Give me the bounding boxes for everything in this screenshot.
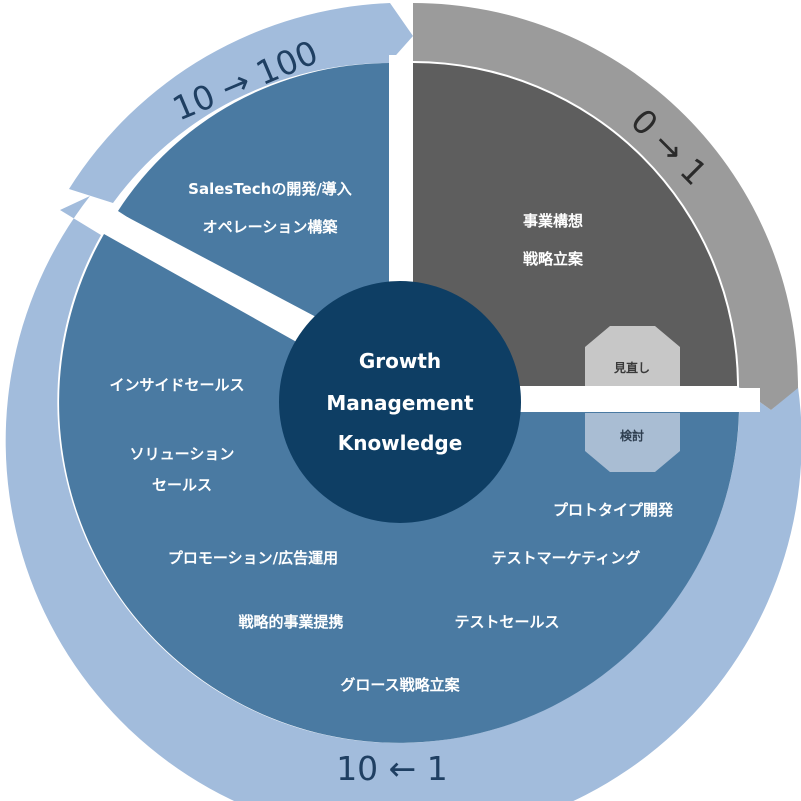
outer-ring-bottom-arc bbox=[5, 196, 801, 801]
center-line-2: Management bbox=[326, 391, 474, 415]
center-line-1: Growth bbox=[359, 349, 441, 373]
center-line-3: Knowledge bbox=[338, 431, 463, 455]
item-test-marketing: テストマーケティング bbox=[492, 549, 641, 567]
top-right-line-1: 事業構想 bbox=[523, 212, 583, 230]
top-right-line-2: 戦略立案 bbox=[523, 250, 584, 268]
review-badge bbox=[585, 326, 680, 386]
item-prototype: プロトタイプ開発 bbox=[553, 501, 674, 519]
item-solution-sales-2: セールス bbox=[152, 476, 212, 494]
sector-top-left bbox=[118, 63, 389, 386]
item-test-sales: テストセールス bbox=[454, 613, 559, 631]
item-growth-strategy: グロース戦略立案 bbox=[340, 676, 460, 694]
consider-badge bbox=[585, 413, 680, 472]
top-left-line-1: SalesTechの開発/導入 bbox=[188, 180, 352, 198]
ring-label-bottom: 10 ← 1 bbox=[336, 749, 448, 788]
outer-ring-top-right-arc bbox=[413, 3, 798, 410]
item-alliance: 戦略的事業提携 bbox=[238, 613, 343, 631]
item-inside-sales: インサイドセールス bbox=[109, 376, 244, 394]
consider-badge-label: 検討 bbox=[620, 428, 644, 443]
review-badge-label: 見直し bbox=[613, 360, 650, 375]
quadrant-top-right bbox=[413, 63, 737, 386]
outer-ring-top-left-arc bbox=[69, 3, 413, 203]
item-promotion: プロモーション/広告運用 bbox=[168, 549, 338, 567]
top-left-line-2: オペレーション構築 bbox=[203, 218, 339, 236]
item-solution-sales-1: ソリューション bbox=[130, 445, 235, 463]
center-circle bbox=[279, 281, 521, 523]
